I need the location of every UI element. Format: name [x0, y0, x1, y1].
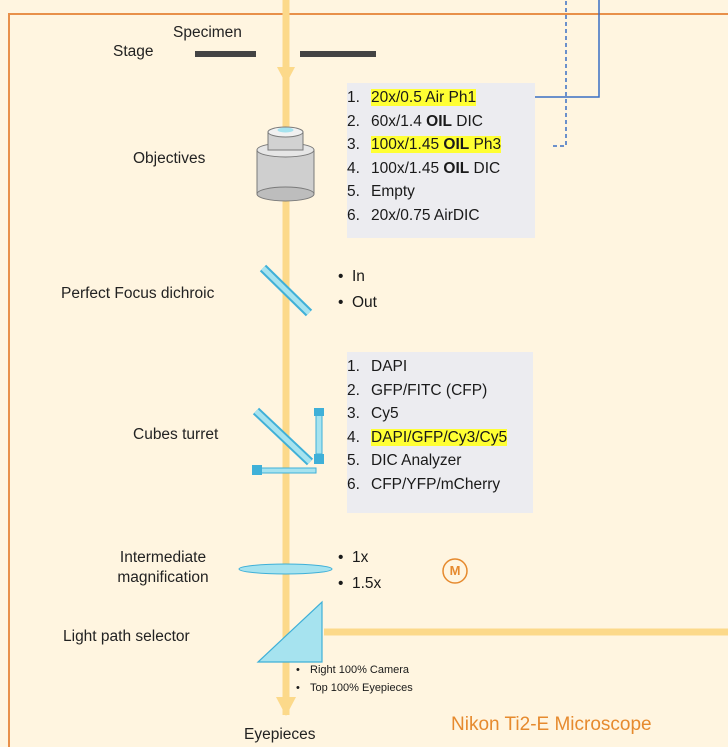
bullet-icon: •: [296, 664, 300, 676]
perfect-focus-label: Perfect Focus dichroic: [61, 285, 215, 302]
objective-item-number: 1.: [347, 89, 360, 106]
cube-item-number: 5.: [347, 452, 360, 469]
objective-item-label: 20x/0.5 Air Ph1: [371, 89, 477, 106]
objective-item-text: 20x/0.75 AirDIC: [371, 206, 480, 224]
beam-arrow-top: [277, 67, 295, 84]
light-path-option: • Right 100% Camera: [296, 661, 413, 679]
bullet-icon: •: [338, 575, 344, 592]
perfect-focus-option: • In: [338, 264, 377, 290]
cube-item-number: 1.: [347, 358, 360, 375]
intermediate-label-line2: magnification: [117, 569, 209, 586]
perfect-focus-option-label: Out: [352, 294, 377, 311]
objective-item-label: Empty: [371, 183, 415, 200]
objective-item-text: 100x/1.45: [371, 159, 444, 177]
cube-item-label: DIC Analyzer: [371, 452, 462, 469]
magnification-option-label: 1x: [352, 549, 369, 566]
perfect-focus-option: • Out: [338, 290, 377, 316]
objective-item-number: 4.: [347, 159, 360, 177]
cube-item: 3. Cy5: [347, 402, 533, 426]
light-path-option-label: Top 100% Eyepieces: [310, 682, 413, 694]
light-path-option-label: Right 100% Camera: [310, 664, 410, 676]
cube-item-number: 3.: [347, 405, 360, 422]
objective-item: 2. 60x/1.4 OIL DIC: [347, 110, 535, 134]
intermediate-options: • 1x • 1.5x: [338, 545, 381, 597]
objective-icon: [256, 126, 315, 202]
eyepieces-label: Eyepieces: [244, 726, 316, 743]
light-path-option: • Top 100% Eyepieces: [296, 679, 413, 697]
objective-item: 3. 100x/1.45 OIL Ph3: [347, 133, 535, 157]
stage-left-bar: [195, 51, 256, 57]
cube-item: 1. DAPI: [347, 355, 533, 379]
bullet-icon: •: [338, 549, 344, 566]
objective-item-number: 2.: [347, 112, 360, 130]
intermediate-label: Intermediate magnification: [98, 548, 228, 588]
footer-title: Nikon Ti2-E Microscope: [451, 714, 652, 735]
light-path-options: • Right 100% Camera • Top 100% Eyepieces: [296, 661, 413, 697]
objective-item-text: DIC: [452, 112, 483, 130]
objective-item-label: 20x/0.75 AirDIC: [371, 207, 480, 224]
bullet-icon: •: [296, 682, 300, 694]
cube-item-label: DAPI/GFP/Cy3/Cy5: [371, 428, 508, 446]
stage-right-bar: [300, 51, 376, 57]
objective-item-number: 6.: [347, 206, 360, 224]
objective-item-text: 100x/1.45: [371, 136, 444, 153]
objective-item-text: Ph3: [469, 136, 502, 153]
intermediate-label-line1: Intermediate: [119, 549, 207, 566]
manual-badge-circle: [442, 558, 468, 584]
light-path-prism: [256, 600, 323, 663]
objective-immersion-label: OIL: [443, 159, 470, 177]
perfect-focus-option-label: In: [352, 268, 365, 285]
specimen-label: Specimen: [173, 24, 242, 41]
light-path-selector-label: Light path selector: [63, 628, 190, 645]
objective-item-label: 100x/1.45 OIL Ph3: [371, 136, 502, 153]
magnification-option: • 1.5x: [338, 571, 381, 597]
objective-item: 4. 100x/1.45 OIL DIC: [347, 157, 535, 181]
diagram-frame: [8, 13, 728, 747]
beam-arrow-bottom: [276, 697, 296, 716]
objective-item-number: 3.: [347, 136, 360, 153]
bullet-icon: •: [338, 268, 344, 285]
objective-immersion-label: OIL: [443, 136, 470, 153]
cube-item: 4. DAPI/GFP/Cy3/Cy5: [347, 426, 533, 450]
cube-item-number: 2.: [347, 381, 360, 399]
objectives-list: 1. 20x/0.5 Air Ph1 2. 60x/1.4 OIL DIC 3. 100x…: [347, 83, 535, 238]
magnification-option-label: 1.5x: [352, 575, 382, 592]
objective-item-text: 20x/0.5 Air Ph1: [371, 89, 477, 106]
objective-item-label: 100x/1.45 OIL DIC: [371, 160, 500, 177]
cube-item-label: GFP/FITC (CFP): [371, 381, 488, 399]
objective-item-label: 60x/1.4 OIL DIC: [371, 113, 483, 130]
perfect-focus-options: • In • Out: [338, 264, 377, 316]
filter-cube: [252, 407, 324, 475]
dichroic-mirror: [259, 264, 313, 317]
objective-item: 6. 20x/0.75 AirDIC: [347, 204, 535, 228]
cube-item-label: CFP/YFP/mCherry: [371, 475, 501, 493]
bullet-icon: •: [338, 294, 344, 311]
objective-item: 5. Empty: [347, 180, 535, 204]
objective-item: 1. 20x/0.5 Air Ph1: [347, 86, 535, 110]
magnification-lens: [238, 563, 333, 575]
magnification-option: • 1x: [338, 545, 381, 571]
cube-item-label: DAPI: [371, 358, 408, 375]
objective-immersion-label: OIL: [426, 112, 452, 130]
cube-item: 6. CFP/YFP/mCherry: [347, 473, 533, 497]
objective-connector-dashed: [553, 0, 567, 147]
cubes-turret-list: 1. DAPI 2. GFP/FITC (CFP) 3. Cy5 4. DAPI/GFP/Cy…: [347, 352, 533, 513]
cube-item-number: 4.: [347, 428, 360, 446]
cube-item: 5. DIC Analyzer: [347, 449, 533, 473]
objective-item-text: DIC: [469, 159, 501, 177]
objective-connector-solid: [516, 0, 600, 98]
objective-item-number: 5.: [347, 183, 360, 200]
cubes-turret-label: Cubes turret: [133, 426, 219, 443]
objective-item-text: Empty: [371, 183, 415, 200]
cube-item-label: Cy5: [371, 405, 399, 422]
manual-badge: M: [449, 563, 461, 578]
cube-item: 2. GFP/FITC (CFP): [347, 379, 533, 403]
objectives-label: Objectives: [133, 150, 206, 167]
stage-label: Stage: [113, 43, 154, 60]
objective-item-text: 60x/1.4: [371, 112, 427, 130]
cube-item-number: 6.: [347, 475, 360, 493]
